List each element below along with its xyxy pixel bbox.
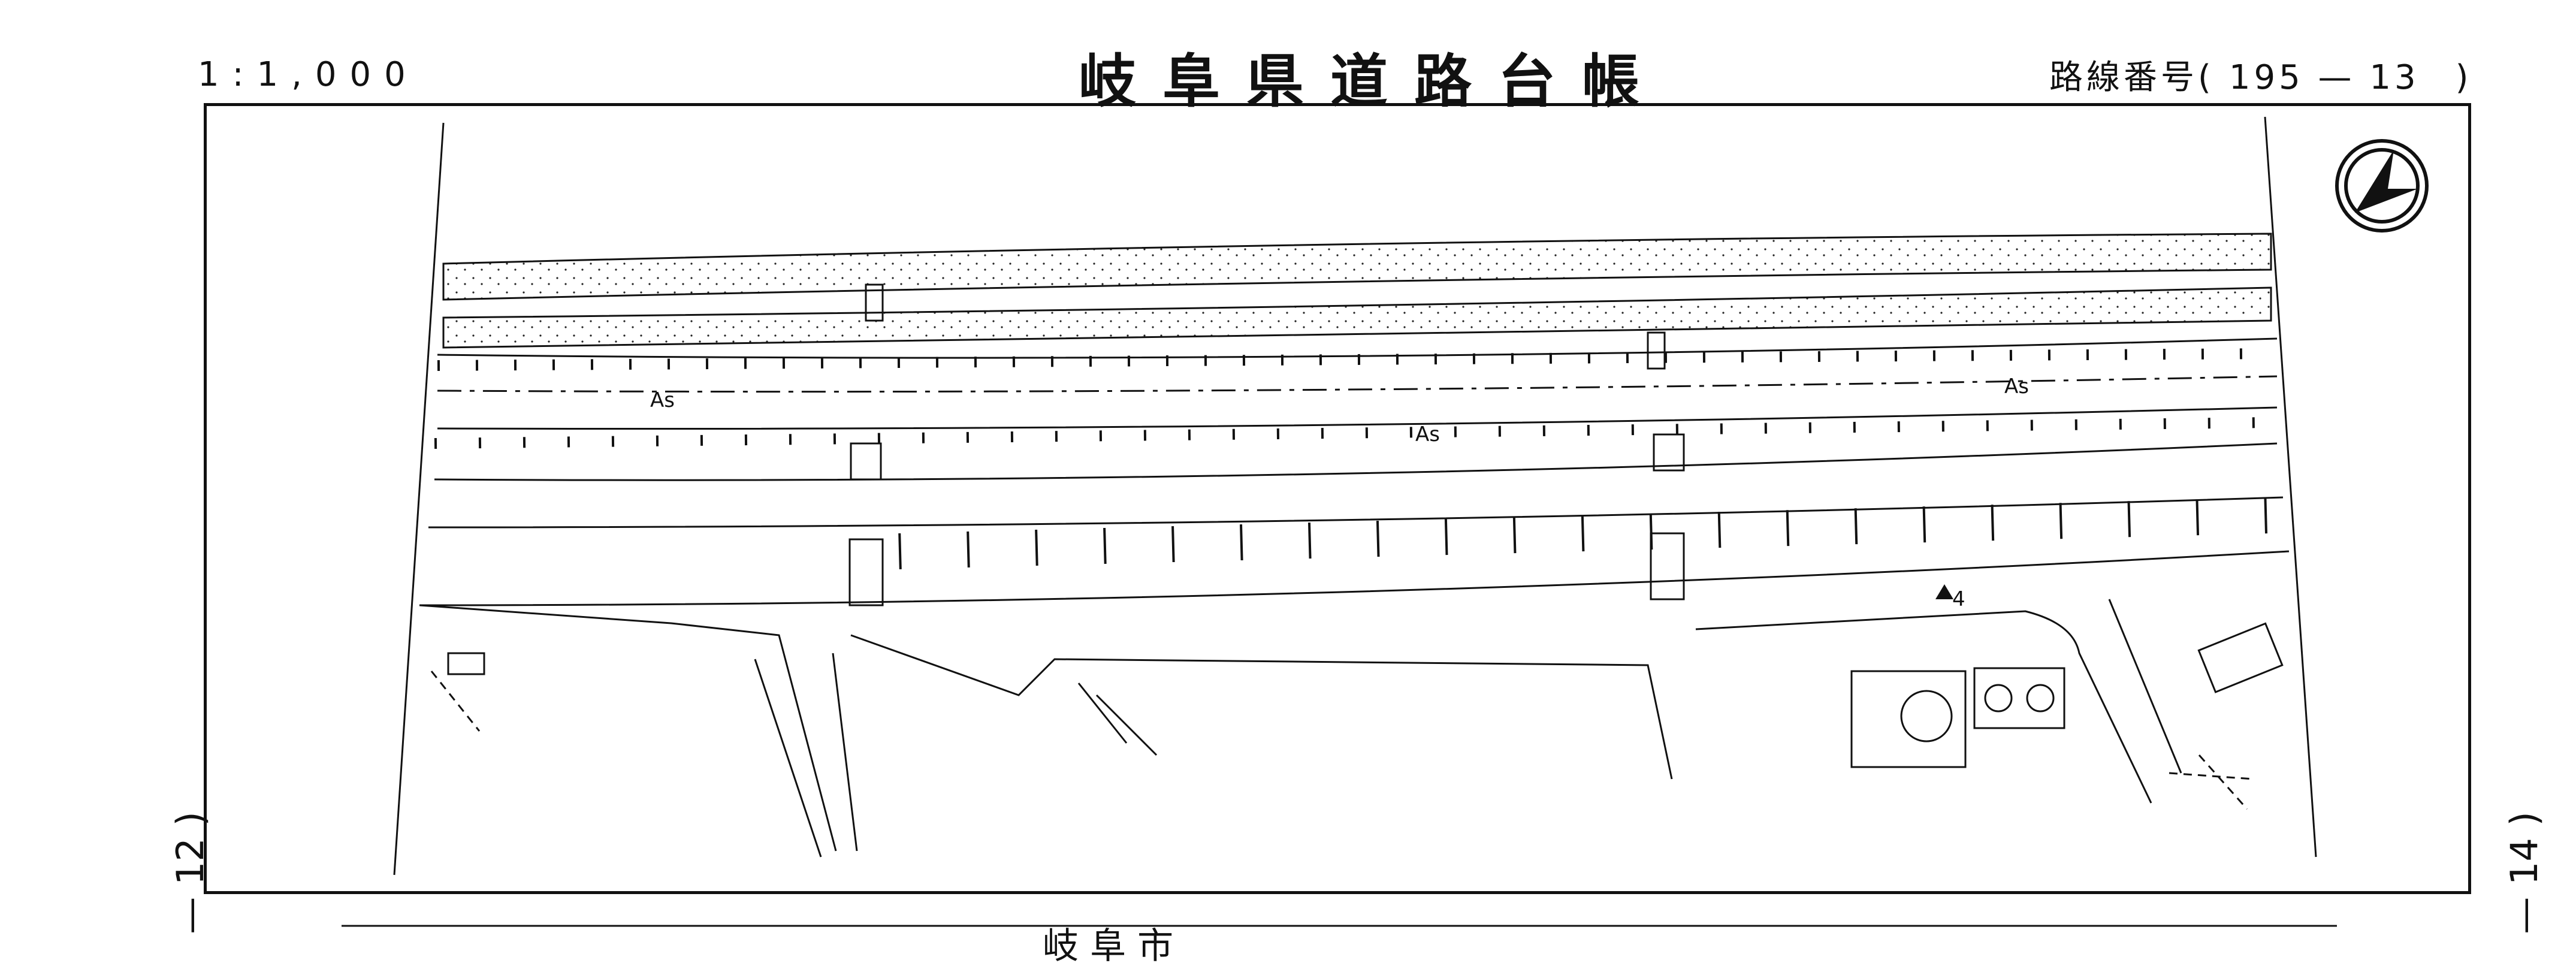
side-road — [1077, 683, 1158, 756]
route-number-value: 195 — 13 — [2228, 58, 2420, 97]
tank-circle — [2026, 684, 2055, 713]
tank-circle — [1900, 690, 1953, 742]
north-arrow-icon — [2335, 139, 2429, 233]
road-edge — [437, 406, 2278, 430]
route-close: ) — [2455, 58, 2472, 97]
road-centerline — [437, 375, 2278, 393]
culvert — [848, 538, 884, 606]
route-number: 路線番号( 195 — 13) — [2049, 50, 2472, 99]
route-label: 路線番号( — [2049, 58, 2215, 97]
tank-structure — [1973, 667, 2065, 729]
side-road — [850, 634, 1673, 780]
culvert — [1647, 331, 1666, 370]
map-right-edge — [2264, 116, 2317, 858]
side-road — [2108, 599, 2182, 774]
tank-structure — [1850, 670, 1967, 768]
side-road — [754, 659, 822, 858]
adjacent-sheet-left: — 12 ) — [168, 811, 212, 934]
side-road — [832, 653, 858, 852]
pavement-label: As — [1415, 422, 1440, 446]
road-plan-map — [342, 116, 2429, 927]
tank-circle — [1984, 684, 2013, 713]
survey-point-label: 4 — [1952, 587, 1965, 611]
road-edge — [437, 337, 2278, 359]
pavement-label: As — [2004, 375, 2029, 399]
map-left-edge — [393, 122, 445, 876]
culvert — [1650, 532, 1685, 600]
survey-point-icon — [1935, 584, 1953, 599]
dashed-boundary — [430, 671, 481, 732]
dashed-boundary — [2169, 754, 2254, 810]
culvert — [850, 442, 882, 481]
map-frame — [204, 103, 2471, 894]
culvert — [865, 283, 884, 322]
embankment-strip-1 — [442, 233, 2272, 301]
embankment-strip-2 — [442, 286, 2272, 349]
wall-hatch — [898, 497, 2272, 569]
map-scale: 1:1,000 — [198, 55, 419, 94]
adjacent-sheet-right: — 14 ) — [2502, 811, 2546, 934]
side-road — [419, 604, 837, 852]
road-edge — [434, 442, 2278, 481]
building — [2197, 622, 2284, 693]
culvert — [1653, 433, 1685, 472]
road-edge — [419, 550, 2290, 606]
small-building — [447, 652, 485, 675]
municipality-label: 岐 阜 市 — [1043, 925, 1174, 967]
pavement-label: As — [650, 388, 675, 412]
road-edge — [428, 496, 2284, 529]
side-road — [1695, 610, 2152, 804]
